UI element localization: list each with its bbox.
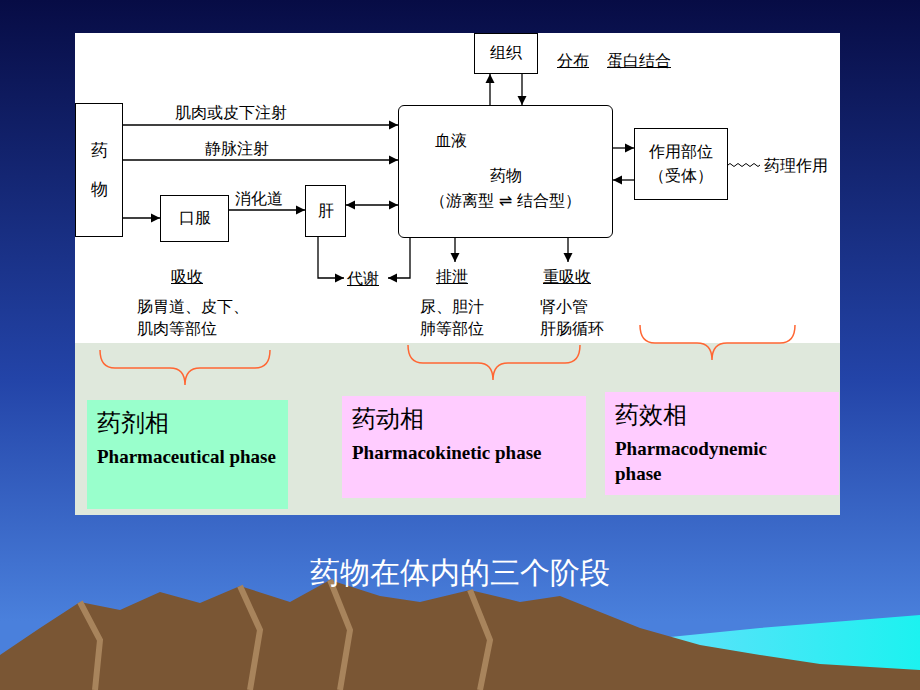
connector-arrow bbox=[229, 209, 305, 210]
panel-lower-band bbox=[75, 343, 840, 515]
connector-arrow bbox=[346, 204, 398, 205]
connector-arrow bbox=[613, 147, 634, 148]
annotation-label: 蛋白结合 bbox=[607, 50, 671, 72]
connector-arrow bbox=[123, 159, 398, 160]
mountain-ridge bbox=[470, 590, 490, 690]
annotation-label: 尿、胆汁 肺等部位 bbox=[420, 296, 490, 339]
node-text: 药剂相 bbox=[97, 408, 169, 439]
edge-label: 消化道 bbox=[235, 188, 283, 210]
phase-bracket bbox=[408, 345, 580, 380]
connector-arrow bbox=[613, 179, 634, 180]
node-text: 药动相 bbox=[352, 404, 424, 435]
edge-label: 肌肉或皮下注射 bbox=[175, 102, 287, 124]
mountain-ridge bbox=[80, 602, 100, 690]
figure-panel bbox=[75, 33, 840, 515]
connector-arrow bbox=[123, 217, 160, 218]
node-text: 组织 bbox=[490, 43, 522, 64]
node-text: 药 物 bbox=[90, 131, 109, 209]
node-text: Pharmacokinetic phase bbox=[352, 441, 541, 466]
mountain-ridge bbox=[330, 580, 350, 690]
node-text: 作用部位 （受体） bbox=[645, 140, 717, 188]
mountains bbox=[0, 580, 920, 690]
connector-arrow bbox=[489, 74, 490, 105]
caption-text: 药物在体内的三个阶段 bbox=[0, 553, 920, 594]
node-text: Pharmaceutical phase bbox=[97, 445, 276, 470]
annotation-label: 排泄 bbox=[436, 266, 468, 288]
annotation-label: 药理作用 bbox=[764, 155, 828, 177]
node-text: 口服 bbox=[179, 208, 211, 229]
metabolism-arrow bbox=[388, 238, 410, 278]
edge-label: 静脉注射 bbox=[205, 138, 269, 160]
target-site-box: 作用部位 （受体） bbox=[634, 128, 728, 200]
node-text: Pharmacodynemic phase bbox=[615, 437, 805, 486]
drug-box: 药 物 bbox=[75, 103, 123, 237]
node-text: 药效相 bbox=[615, 400, 687, 431]
excretion-arrow bbox=[454, 238, 455, 262]
annotation-label: 代谢 bbox=[347, 268, 379, 290]
node-text: 药物 bbox=[490, 166, 522, 187]
annotation-label: 肠胃道、皮下、 肌肉等部位 bbox=[137, 296, 253, 339]
blood-box: 血液药物 （游离型 ⇌ 结合型） bbox=[398, 105, 613, 238]
reabsorption-arrow bbox=[567, 238, 568, 262]
node-text: 肝 bbox=[318, 201, 334, 222]
phase-box: 药动相 Pharmacokinetic phase bbox=[342, 396, 586, 498]
annotation-label: 肾小管 肝肠循环 bbox=[540, 296, 606, 339]
liver-box: 肝 bbox=[305, 185, 346, 237]
phase-bracket bbox=[640, 325, 795, 360]
metabolism-arrow bbox=[318, 237, 344, 278]
phase-box: 药剂相 Pharmaceutical phase bbox=[87, 400, 288, 509]
wavy-line bbox=[728, 164, 760, 167]
mountain-ridge bbox=[240, 586, 260, 690]
phase-bracket bbox=[100, 350, 270, 385]
tissue-box: 组织 bbox=[474, 33, 538, 74]
connector-arrow bbox=[521, 74, 522, 105]
annotation-label: 重吸收 bbox=[543, 266, 591, 288]
annotation-label: 分布 bbox=[557, 50, 589, 72]
node-text: （游离型 ⇌ 结合型） bbox=[430, 191, 582, 212]
connector-group bbox=[123, 74, 634, 218]
connector-arrow bbox=[123, 124, 398, 125]
annotation-label: 吸收 bbox=[171, 266, 203, 288]
node-text: 血液 bbox=[435, 131, 467, 152]
oral-box: 口服 bbox=[160, 195, 229, 242]
phase-box: 药效相 Pharmacodynemic phase bbox=[605, 392, 839, 495]
